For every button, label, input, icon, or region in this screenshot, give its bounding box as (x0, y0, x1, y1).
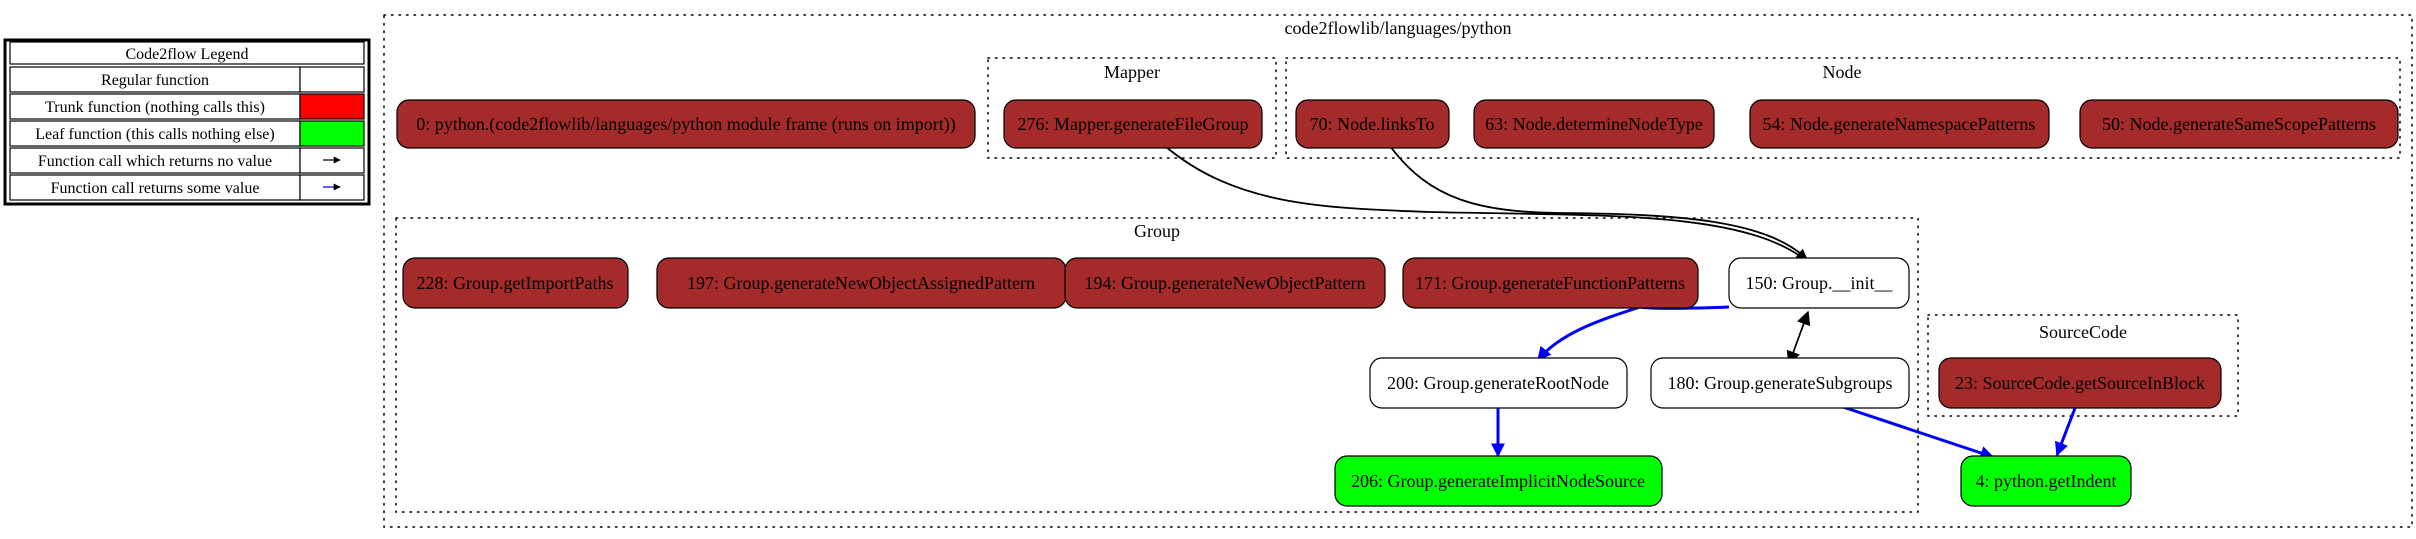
legend-arrow-cell (299, 147, 365, 174)
node-4-label: 4: python.getIndent (1976, 471, 2117, 491)
node-23-label: 23: SourceCode.getSourceInBlock (1955, 373, 2205, 393)
node-180[interactable]: 180: Group.generateSubgroups (1650, 357, 1910, 409)
node-206[interactable]: 206: Group.generateImplicitNodeSource (1334, 455, 1663, 507)
node-0[interactable]: 0: python.(code2flowlib/languages/python… (396, 99, 976, 149)
node-50-label: 50: Node.generateSameScopePatterns (2102, 114, 2376, 134)
node-70-label: 70: Node.linksTo (1310, 114, 1435, 134)
cluster-mapper (987, 57, 1277, 159)
node-150[interactable]: 150: Group.__init__ (1728, 257, 1910, 309)
cluster-node (1285, 57, 2401, 159)
edge-276-to-150 (1164, 145, 1810, 263)
node-276-label: 276: Mapper.generateFileGroup (1018, 114, 1249, 134)
node-228-label: 228: Group.getImportPaths (417, 273, 614, 293)
legend: Code2flow Legend Regular function Trunk … (3, 38, 371, 206)
node-23[interactable]: 23: SourceCode.getSourceInBlock (1938, 357, 2222, 409)
legend-swatch-trunk (299, 93, 365, 120)
legend-label-leaf: Leaf function (this calls nothing else) (35, 126, 274, 143)
edge-150-to-200 (1536, 305, 1730, 362)
node-197-label: 197: Group.generateNewObjectAssignedPatt… (687, 273, 1035, 293)
legend-swatch-regular (299, 66, 365, 93)
node-171[interactable]: 171: Group.generateFunctionPatterns (1402, 257, 1699, 309)
legend-label-returns-value: Function call returns some value (51, 180, 260, 197)
node-63[interactable]: 63: Node.determineNodeType (1473, 99, 1715, 149)
node-0-label: 0: python.(code2flowlib/languages/python… (416, 114, 955, 135)
node-194-label: 194: Group.generateNewObjectPattern (1085, 273, 1366, 293)
node-194[interactable]: 194: Group.generateNewObjectPattern (1064, 257, 1386, 309)
node-171-label: 171: Group.generateFunctionPatterns (1415, 273, 1685, 293)
node-4[interactable]: 4: python.getIndent (1960, 455, 2132, 507)
node-228[interactable]: 228: Group.getImportPaths (402, 257, 629, 309)
node-197[interactable]: 197: Group.generateNewObjectAssignedPatt… (656, 257, 1067, 309)
node-180-label: 180: Group.generateSubgroups (1668, 373, 1893, 393)
legend-label-regular: Regular function (101, 72, 209, 89)
node-276[interactable]: 276: Mapper.generateFileGroup (1003, 99, 1263, 149)
legend-title-cell (9, 41, 365, 65)
node-50[interactable]: 50: Node.generateSameScopePatterns (2079, 99, 2399, 149)
cluster-sourcecode (1927, 314, 2239, 417)
node-54[interactable]: 54: Node.generateNamespacePatterns (1749, 99, 2050, 149)
cluster-label-sourcecode: SourceCode (2039, 322, 2127, 342)
node-54-label: 54: Node.generateNamespacePatterns (1763, 114, 2036, 134)
cluster-label-outer: code2flowlib/languages/python (1285, 18, 1512, 38)
cluster-outer (383, 14, 2413, 528)
node-200-label: 200: Group.generateRootNode (1387, 373, 1609, 393)
edge-180-to-4 (1836, 403, 1995, 460)
node-200[interactable]: 200: Group.generateRootNode (1369, 357, 1628, 409)
legend-label-trunk: Trunk function (nothing calls this) (45, 99, 265, 116)
node-150-label: 150: Group.__init__ (1746, 273, 1894, 293)
cluster-label-group: Group (1134, 221, 1180, 241)
legend-title: Code2flow Legend (125, 46, 248, 63)
edge-70-to-150 (1389, 145, 1811, 263)
node-63-label: 63: Node.determineNodeType (1485, 114, 1703, 134)
cluster-label-node: Node (1823, 62, 1862, 82)
node-206-label: 206: Group.generateImplicitNodeSource (1351, 471, 1645, 491)
edge-23-to-4 (2054, 402, 2079, 457)
node-70[interactable]: 70: Node.linksTo (1295, 99, 1450, 149)
legend-label-no-value: Function call which returns no value (38, 153, 272, 170)
edge-150-180-bidirectional (1786, 310, 1811, 366)
cluster-label-mapper: Mapper (1104, 62, 1160, 82)
legend-swatch-leaf (299, 120, 365, 147)
